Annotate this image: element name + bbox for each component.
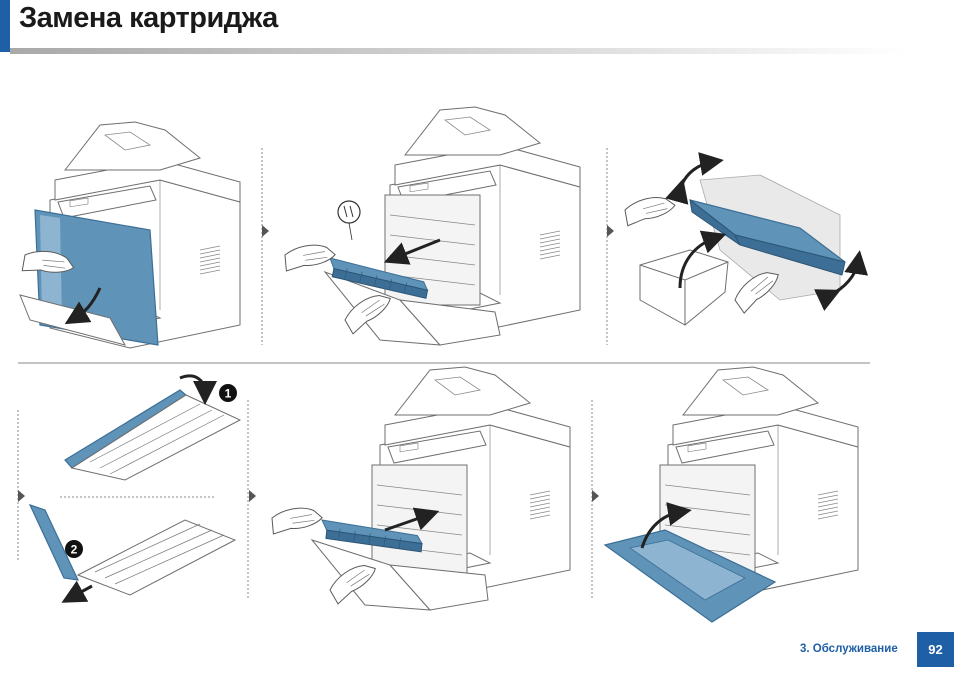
close-front-door-illustration (603, 366, 859, 623)
page-number-badge: 92 (917, 632, 954, 667)
open-front-door-illustration (19, 121, 241, 349)
caution-icon (337, 200, 361, 224)
step-2-label: 2 (71, 543, 78, 557)
header-accent-bar (0, 0, 10, 52)
pull-cartridge-illustration (283, 106, 581, 346)
unpack-shake-cartridge-illustration (623, 152, 869, 326)
step-2-marker (65, 540, 83, 558)
remove-protective-cover-illustration: 1 2 (28, 374, 242, 603)
page-title: Замена картриджа (19, 2, 278, 34)
title-rule (10, 48, 910, 54)
step-arrow-icons (18, 225, 614, 502)
panel-dividers (17, 148, 608, 600)
insert-cartridge-illustration (270, 366, 571, 611)
footer-section-label: 3. Обслуживание (800, 643, 898, 655)
step-1-label: 1 (225, 387, 232, 401)
step-1-marker (219, 384, 237, 402)
